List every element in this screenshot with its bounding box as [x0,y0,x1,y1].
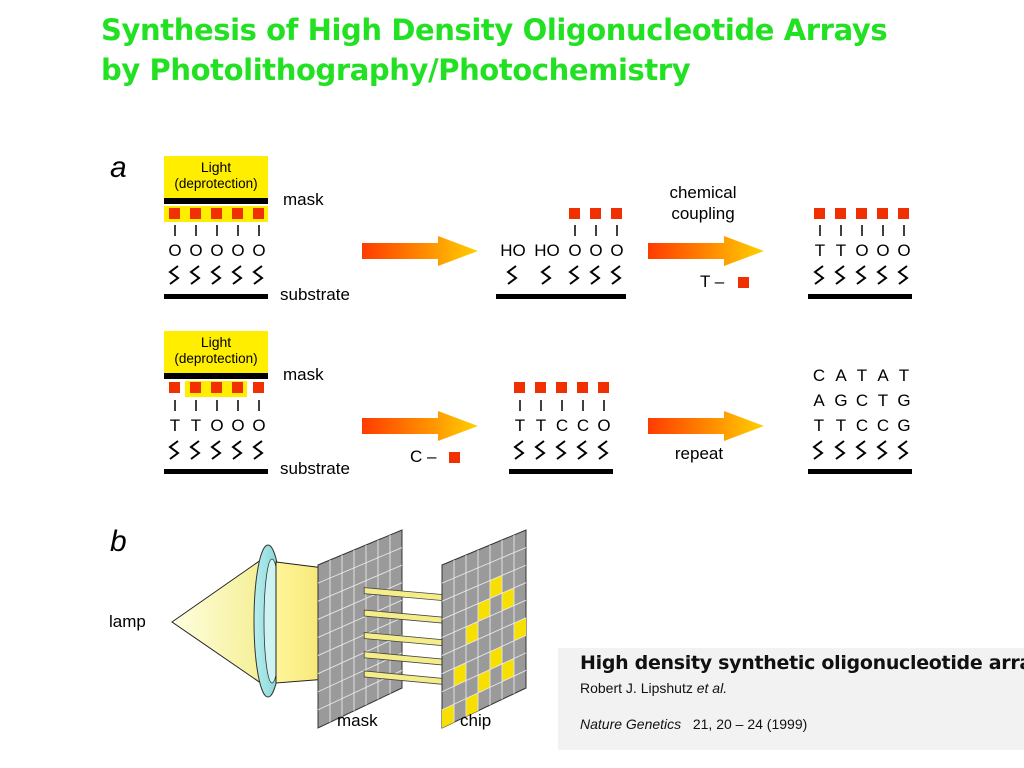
panel-b-label: b [110,525,127,558]
residue: T [170,416,180,435]
slide-title: Synthesis of High Density Oligonucleotid… [101,10,888,90]
arrow-deprotect-2 [362,411,478,441]
residue: O [597,416,610,435]
chip-label: chip [460,711,491,730]
substrate-label: substrate [280,459,350,478]
row1-step1: Light (deprotection) mask O O O O O subs [164,156,350,304]
mask-grid [317,529,403,729]
title-line-2: by Photolithography/Photochemistry [101,53,691,87]
residue: C [813,366,825,385]
residue: O [168,241,181,260]
chip-grid [441,529,527,729]
residue: O [210,416,223,435]
mask-label: mask [283,190,324,209]
residue: O [589,241,602,260]
lamp-illustration [171,544,341,698]
residue: T [191,416,201,435]
reagent-t: T – [700,272,725,291]
residue: O [252,416,265,435]
residue: G [834,391,847,410]
residue: O [231,416,244,435]
residue: O [568,241,581,260]
residue: O [876,241,889,260]
linkers [169,265,263,285]
residue: C [856,391,868,410]
arrow-deprotect-1 [362,236,478,266]
lamp-label: lamp [109,612,146,631]
residue: C [877,416,889,435]
citation-journal: Nature Genetics [580,716,682,732]
residue: T [515,416,525,435]
arrow-repeat [648,411,764,441]
mask-bar [164,198,268,204]
citation-title: High density synthetic oligonucleotide a… [580,652,1024,674]
row1-step2: HO HO O O O [496,208,626,299]
repeat-label: repeat [675,444,723,463]
residue: A [835,366,847,385]
light-box [164,331,268,373]
coupling-label: coupling [671,204,734,223]
residue: C [556,416,568,435]
light-label: Light [201,159,231,175]
residue: O [231,241,244,260]
residue: T [857,366,867,385]
mask-bar [164,373,268,379]
light-label: Light [201,334,231,350]
residue: T [836,416,846,435]
residue: O [897,241,910,260]
residue: G [897,416,910,435]
deprotection-label: (deprotection) [174,176,257,191]
residue: C [577,416,589,435]
arrow-coupling-1 [648,236,764,266]
residue: A [877,366,889,385]
substrate-bar [164,294,268,299]
citation-ref: 21, 20 – 24 (1999) [692,716,808,732]
residue: G [897,391,910,410]
row2-step3: C A T A T A G C T G T T C C G [808,366,912,474]
residue: O [252,241,265,260]
mask-label: mask [283,365,324,384]
citation-journal-line: Nature Genetics 21, 20 – 24 (1999) [580,716,807,732]
citation-author-name: Robert J. Lipshutz [580,680,693,696]
residue: HO [534,241,560,260]
residue: T [536,416,546,435]
title-line-1: Synthesis of High Density Oligonucleotid… [101,13,888,47]
substrate-label: substrate [280,285,350,304]
residue: T [815,241,825,260]
row2-step1: Light (deprotection) mask T T O O O subs… [164,331,350,478]
light-rods [363,587,468,688]
mask-grid-label: mask [337,711,378,730]
row1-step3: T T O O O [808,208,912,299]
residue: O [210,241,223,260]
citation-box: High density synthetic oligonucleotide a… [558,648,1024,750]
citation-etal: et al. [696,680,728,696]
citation-authors: Robert J. Lipshutz et al. [580,680,727,696]
residue: HO [500,241,526,260]
residue: C [856,416,868,435]
reagent-c-square [449,452,460,463]
protect-squares [169,208,264,219]
residue: T [814,416,824,435]
reagent-c: C – [410,447,437,466]
residue: O [189,241,202,260]
panel-a-label: a [110,151,127,184]
residue: T [899,366,909,385]
row2-step2: T T C C O [509,382,613,474]
residue: T [836,241,846,260]
residue: O [610,241,623,260]
light-box [164,156,268,198]
residue: T [878,391,888,410]
reagent-t-square [738,277,749,288]
deprotection-label: (deprotection) [174,351,257,366]
residue: A [813,391,825,410]
chemical-label: chemical [669,183,736,202]
residue: O [855,241,868,260]
